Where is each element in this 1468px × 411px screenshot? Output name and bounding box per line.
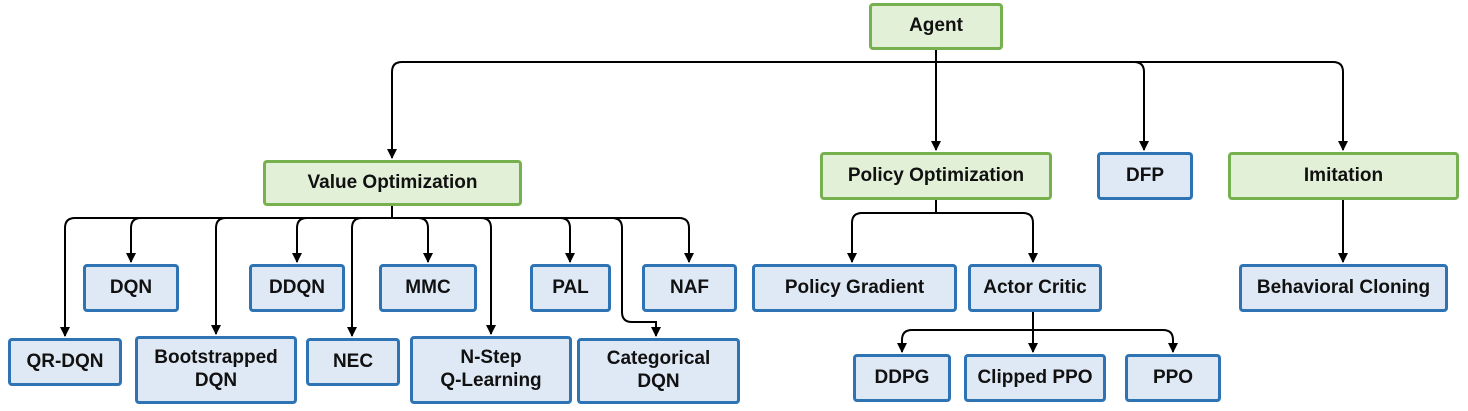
- node-categorical-dqn: Categorical DQN: [577, 338, 740, 404]
- node-value-optimization: Value Optimization: [263, 160, 522, 206]
- node-qr-dqn-label: QR-DQN: [26, 350, 104, 372]
- node-policy-gradient-label: Policy Gradient: [784, 276, 925, 298]
- node-n-step-q-learning-label: N-Step Q-Learning: [440, 347, 542, 391]
- edge-agent-imitation: [936, 61, 1348, 151]
- node-agent: Agent: [869, 3, 1003, 50]
- node-pal: PAL: [530, 264, 611, 312]
- edge-vo-naf: [392, 217, 694, 263]
- edge-ac-ppo: [1033, 329, 1178, 353]
- node-ppo: PPO: [1125, 354, 1221, 402]
- edge-po-policy-gradient: [847, 200, 937, 263]
- node-actor-critic: Actor Critic: [968, 264, 1102, 312]
- node-qr-dqn: QR-DQN: [8, 338, 122, 386]
- edge-vo-dqn: [126, 217, 392, 263]
- node-ddpg-label: DDPG: [874, 366, 930, 388]
- node-imitation-label: Imitation: [1303, 164, 1384, 186]
- node-dqn: DQN: [83, 264, 179, 312]
- node-nec-label: NEC: [332, 350, 374, 372]
- node-bootstrapped-dqn: Bootstrapped DQN: [135, 336, 297, 404]
- node-ddqn-label: DDQN: [269, 276, 325, 298]
- edge-po-actor-critic: [936, 212, 1038, 263]
- edge-vo-qr-dqn: [60, 206, 393, 337]
- node-mmc: MMC: [379, 264, 477, 312]
- node-policy-optimization-label: Policy Optimization: [847, 164, 1025, 186]
- node-mmc-label: MMC: [405, 276, 451, 298]
- edge-vo-bootstrapped-dqn: [211, 217, 392, 335]
- node-ddqn: DDQN: [249, 264, 345, 312]
- node-agent-label: Agent: [909, 15, 963, 37]
- node-ppo-label: PPO: [1152, 366, 1194, 388]
- edge-agent-dfp: [936, 61, 1149, 151]
- node-actor-critic-label: Actor Critic: [983, 276, 1087, 298]
- node-nec: NEC: [306, 338, 400, 386]
- edge-vo-ddqn: [292, 217, 392, 263]
- node-dqn-label: DQN: [109, 276, 153, 298]
- node-ddpg: DDPG: [853, 354, 951, 402]
- node-clipped-ppo-label: Clipped PPO: [977, 366, 1093, 388]
- node-policy-optimization: Policy Optimization: [820, 152, 1052, 200]
- node-categorical-dqn-label: Categorical DQN: [606, 348, 711, 392]
- node-behavioral-cloning: Behavioral Cloning: [1239, 264, 1448, 312]
- node-pal-label: PAL: [552, 276, 589, 298]
- node-policy-gradient: Policy Gradient: [752, 264, 957, 312]
- node-behavioral-cloning-label: Behavioral Cloning: [1256, 276, 1431, 298]
- node-clipped-ppo: Clipped PPO: [964, 354, 1106, 402]
- node-naf: NAF: [642, 264, 737, 312]
- node-imitation: Imitation: [1228, 152, 1459, 200]
- node-n-step-q-learning: N-Step Q-Learning: [410, 336, 572, 404]
- node-dfp: DFP: [1097, 152, 1193, 200]
- edge-agent-value-optimization: [387, 50, 937, 159]
- edge-vo-mmc: [392, 217, 433, 263]
- node-dfp-label: DFP: [1126, 164, 1164, 186]
- node-value-optimization-label: Value Optimization: [307, 171, 478, 193]
- node-naf-label: NAF: [669, 276, 710, 298]
- edge-ac-ddpg: [897, 312, 1034, 353]
- edge-vo-pal: [392, 217, 575, 263]
- edge-vo-nec: [347, 217, 392, 337]
- node-bootstrapped-dqn-label: Bootstrapped DQN: [154, 347, 278, 391]
